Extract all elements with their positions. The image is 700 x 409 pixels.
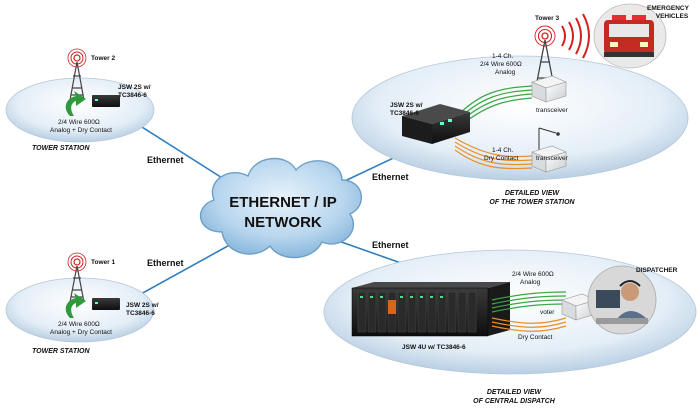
tower-analog-line2: 2/4 Wire 600Ω — [480, 61, 522, 68]
tower-detail-caption-line2: OF THE TOWER STATION — [489, 199, 575, 206]
dispatch-analog-lines — [491, 291, 567, 313]
dispatch-dry-label: Dry Contact — [518, 334, 553, 341]
tower1-device-icon — [92, 298, 120, 310]
tower-dry-line2: Dry Contact — [484, 155, 519, 162]
tower1-arrow-icon — [65, 293, 86, 318]
ethernet-label-tower-detail: Ethernet — [372, 172, 409, 182]
tower-dry-line1: 1-4 Ch. — [492, 147, 514, 154]
dispatch-dry-lines — [491, 317, 567, 332]
tower-detail-caption-line1: DETAILED VIEW — [505, 190, 561, 197]
transceiver-box-top — [531, 75, 567, 103]
tower2-signal-line2: Analog + Dry Contact — [50, 127, 112, 134]
tower-analog-line3: Analog — [495, 69, 516, 76]
tower2-signal-line1: 2/4 Wire 600Ω — [58, 119, 100, 126]
tower2-device-led — [95, 99, 98, 101]
network-cloud: ETHERNET / IP NETWORK — [199, 157, 363, 259]
voter-label: voter — [540, 309, 555, 316]
dispatcher-label: DISPATCHER — [636, 267, 678, 274]
tower2-device-line1: JSW 2S w/ — [118, 84, 151, 91]
dispatch-analog-line2: Analog — [520, 279, 541, 286]
dispatch-caption-line1: DETAILED VIEW — [487, 389, 543, 396]
tower-dry-lines — [454, 137, 533, 170]
dry-contact-switch-icon — [538, 127, 560, 152]
emergency-label-line1: EMERGENCY — [647, 5, 690, 12]
tower-analog-line1: 1-4 Ch. — [492, 53, 514, 60]
tower2-antenna-icon — [67, 48, 87, 101]
tower2-device-icon — [92, 95, 120, 107]
radio-waves-icon — [561, 13, 590, 59]
tower2-caption: TOWER STATION — [32, 145, 90, 152]
emergency-label-line2: VEHICLES — [656, 13, 689, 20]
dispatch-device-label: JSW 4U w/ TC3846-6 — [402, 344, 466, 351]
tower2-station: Tower 2 JSW 2S w/ TC3846-6 2/4 Wire 600Ω… — [5, 48, 155, 152]
transceiver-label-bottom: transceiver — [536, 155, 569, 162]
tower3-label: Tower 3 — [535, 15, 559, 22]
tower1-device-led — [95, 302, 98, 304]
tower1-station: Tower 1 JSW 2S w/ TC3846-6 2/4 Wire 600Ω… — [5, 252, 159, 355]
dispatch-detail: JSW 4U w/ TC3846-6 voter 2/4 Wire 600Ω A… — [323, 249, 697, 405]
cloud-shape — [199, 157, 363, 259]
ethernet-label-tower2: Ethernet — [147, 155, 184, 165]
dispatch-rack-icon — [351, 282, 510, 337]
tower1-device-line1: JSW 2S w/ — [126, 302, 159, 309]
tower-detail: Tower 3 EMERGENCY VEHICLES — [351, 3, 690, 206]
tower-detail-device-icon — [402, 104, 470, 144]
tower2-arrow-icon — [65, 91, 86, 116]
tower1-caption: TOWER STATION — [32, 348, 90, 355]
dispatch-caption-line2: OF CENTRAL DISPATCH — [473, 398, 556, 405]
dispatcher-photo — [587, 265, 657, 335]
tower1-signal-line1: 2/4 Wire 600Ω — [58, 321, 100, 328]
transceiver-label-top: transceiver — [536, 107, 569, 114]
transceiver-box-bottom — [531, 145, 567, 173]
tower1-antenna-icon — [67, 252, 87, 303]
tower2-label: Tower 2 — [91, 55, 115, 62]
emergency-vehicle-photo — [593, 3, 667, 69]
tower1-device-line2: TC3846-6 — [126, 310, 155, 317]
tower-detail-device-line1: JSW 2S w/ — [390, 102, 423, 109]
dispatch-analog-line1: 2/4 Wire 600Ω — [512, 271, 554, 278]
ethernet-label-tower1: Ethernet — [147, 258, 184, 268]
cloud-title-line2: NETWORK — [244, 214, 322, 231]
ethernet-label-dispatch: Ethernet — [372, 240, 409, 250]
tower1-label: Tower 1 — [91, 259, 115, 266]
tower-detail-device-line2: TC3846-6 — [390, 110, 419, 117]
cloud-title-line1: ETHERNET / IP — [229, 194, 337, 211]
tower2-device-line2: TC3846-6 — [118, 92, 147, 99]
tower1-signal-line2: Analog + Dry Contact — [50, 329, 112, 336]
voter-box — [561, 293, 597, 321]
tower-detail-ellipse — [351, 55, 689, 181]
